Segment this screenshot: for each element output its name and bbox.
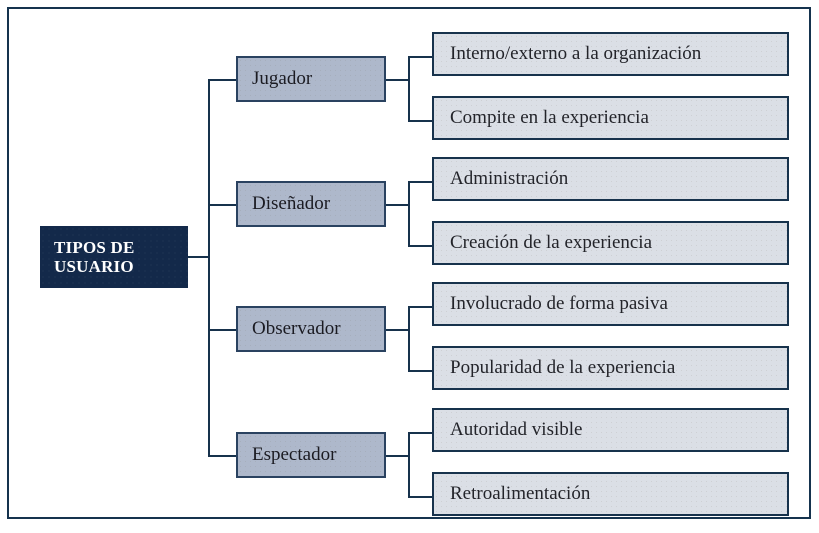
leaf-node-compite-en-la-experiencia-label: Compite en la experiencia: [450, 107, 649, 128]
branch-node-jugador-label: Jugador: [252, 68, 313, 89]
connector-trunk-to-observador: [208, 329, 236, 331]
connector-trunk-to-disenador: [208, 204, 236, 206]
connector-observador-stub: [386, 329, 410, 331]
root-node-tipos-de-usuario[interactable]: TIPOS DE USUARIO: [40, 226, 188, 288]
connector-trunk-to-espectador: [208, 455, 236, 457]
leaf-node-retroalimentacion-label: Retroalimentación: [450, 483, 591, 504]
connector-jugador-split: [408, 56, 410, 122]
leaf-node-administracion[interactable]: Administración: [432, 157, 789, 201]
leaf-node-creacion-de-la-experiencia-label: Creación de la experiencia: [450, 232, 653, 253]
connector-disenador-split: [408, 181, 410, 247]
branch-node-disenador-label: Diseñador: [252, 193, 331, 214]
connector-observador-split: [408, 306, 410, 372]
connector-observador-child-2: [408, 370, 432, 372]
branch-node-jugador[interactable]: Jugador: [236, 56, 386, 102]
leaf-node-autoridad-visible-label: Autoridad visible: [450, 419, 583, 440]
leaf-node-interno-externo-organizacion[interactable]: Interno/externo a la organización: [432, 32, 789, 76]
branch-node-observador-label: Observador: [252, 318, 341, 339]
connector-espectador-stub: [386, 455, 410, 457]
leaf-node-interno-externo-organizacion-label: Interno/externo a la organización: [450, 43, 702, 64]
connector-observador-child-1: [408, 306, 432, 308]
leaf-node-involucrado-de-forma-pasiva-label: Involucrado de forma pasiva: [450, 293, 668, 314]
connector-jugador-child-2: [408, 120, 432, 122]
leaf-node-compite-en-la-experiencia[interactable]: Compite en la experiencia: [432, 96, 789, 140]
leaf-node-administracion-label: Administración: [450, 168, 569, 189]
branch-node-observador[interactable]: Observador: [236, 306, 386, 352]
leaf-node-popularidad-de-la-experiencia[interactable]: Popularidad de la experiencia: [432, 346, 789, 390]
leaf-node-involucrado-de-forma-pasiva[interactable]: Involucrado de forma pasiva: [432, 282, 789, 326]
connector-disenador-stub: [386, 204, 410, 206]
branch-node-disenador[interactable]: Diseñador: [236, 181, 386, 227]
root-node-label: TIPOS DE USUARIO: [54, 238, 134, 276]
root-node-label-line1: TIPOS DE: [54, 237, 135, 257]
connector-trunk-to-jugador: [208, 79, 236, 81]
root-node-label-line2: USUARIO: [54, 257, 134, 276]
connector-jugador-child-1: [408, 56, 432, 58]
connector-disenador-child-1: [408, 181, 432, 183]
connector-espectador-child-1: [408, 432, 432, 434]
leaf-node-retroalimentacion[interactable]: Retroalimentación: [432, 472, 789, 516]
connector-jugador-stub: [386, 79, 410, 81]
branch-node-espectador-label: Espectador: [252, 444, 337, 465]
connector-espectador-child-2: [408, 496, 432, 498]
leaf-node-autoridad-visible[interactable]: Autoridad visible: [432, 408, 789, 452]
connector-root-stub: [188, 256, 210, 258]
branch-node-espectador[interactable]: Espectador: [236, 432, 386, 478]
connector-disenador-child-2: [408, 245, 432, 247]
leaf-node-popularidad-de-la-experiencia-label: Popularidad de la experiencia: [450, 357, 676, 378]
connector-trunk: [208, 79, 210, 456]
connector-espectador-split: [408, 432, 410, 498]
leaf-node-creacion-de-la-experiencia[interactable]: Creación de la experiencia: [432, 221, 789, 265]
